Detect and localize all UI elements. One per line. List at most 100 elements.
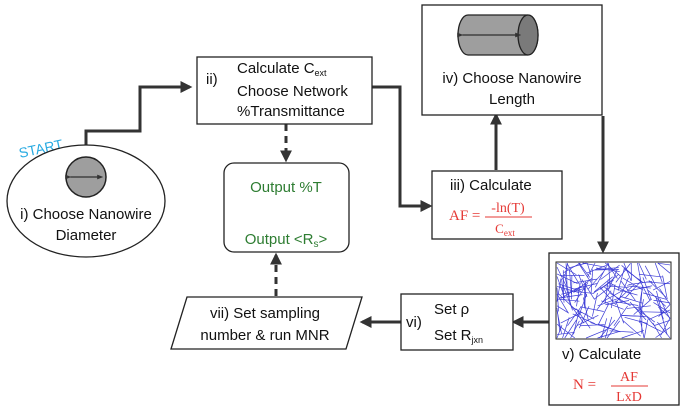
nanowire-line xyxy=(564,274,570,298)
output-sheet-resistance: Output <Rs> xyxy=(245,231,328,250)
nanowire-line xyxy=(576,282,581,307)
nanowire-line xyxy=(643,311,668,313)
nanowire-line xyxy=(657,262,671,274)
nanowire-line xyxy=(582,262,607,268)
step-vii-text-1: vii) Set sampling xyxy=(210,305,320,322)
nanowire-line xyxy=(597,303,610,325)
nanowire-line xyxy=(623,262,632,282)
nanowire-line xyxy=(658,304,671,318)
nanowire-line xyxy=(558,293,577,311)
nanowire-line xyxy=(648,280,667,298)
nanowire-line xyxy=(659,298,671,320)
step-vii-text-2: number & run MNR xyxy=(200,327,329,344)
nanowire-line xyxy=(576,315,599,326)
nanowire-line xyxy=(563,262,581,273)
nanowire-line xyxy=(561,288,585,295)
nanowire-line xyxy=(642,277,652,300)
nanowire-line xyxy=(573,283,597,290)
nanowire-line xyxy=(556,293,569,313)
nanowire-line xyxy=(590,322,614,330)
nanowire-line xyxy=(566,263,580,285)
nanowire-line xyxy=(597,297,621,307)
nanowire-line xyxy=(600,273,620,290)
step-ii-box xyxy=(196,56,373,125)
nanowire-line xyxy=(610,284,616,309)
nanowire-line xyxy=(564,319,577,339)
arrow-start-to-ii xyxy=(84,81,193,158)
step-vi-number: vi) xyxy=(406,314,422,331)
step-i-text-2: Diameter xyxy=(56,227,117,244)
nanowire-line xyxy=(556,305,570,314)
nanowire-line xyxy=(615,300,625,324)
nanowire-line xyxy=(587,271,605,290)
step-v-n-label: N = xyxy=(573,377,596,393)
nanowire-line xyxy=(594,267,619,271)
nanowire-line xyxy=(562,317,570,339)
step-iii-af-label: AF = xyxy=(449,208,480,224)
nanowire-line xyxy=(644,265,657,288)
step-vi-rjxn: Set Rjxn xyxy=(434,327,483,345)
nanowire-line xyxy=(572,307,595,320)
nanowire-line xyxy=(586,329,607,339)
nanowire-line xyxy=(578,262,591,278)
nanowire-line xyxy=(638,285,644,310)
nanowire-line xyxy=(633,298,652,315)
nanowire-line xyxy=(596,290,612,311)
nanowire-line xyxy=(639,320,645,339)
step-iii-denominator: Cext xyxy=(495,221,515,238)
nanowire-line xyxy=(556,331,575,335)
nanowire-line xyxy=(624,280,642,299)
nanowire-line xyxy=(578,262,592,283)
nanowire-line xyxy=(601,300,624,310)
nanowire-line xyxy=(647,289,666,307)
nanowire-line xyxy=(622,320,641,337)
step-vi-box xyxy=(400,293,514,351)
nanowire-line xyxy=(601,318,608,339)
nanowire-line xyxy=(657,262,671,266)
nanowire-line xyxy=(556,325,563,339)
nanowire-line xyxy=(662,275,668,300)
nanowire-line xyxy=(556,287,559,312)
nanowire-line xyxy=(558,283,582,292)
nanowire-line xyxy=(638,262,647,280)
nanowire-line xyxy=(653,299,671,304)
nanowire-line xyxy=(652,281,671,291)
nanowire-line xyxy=(657,321,671,339)
nanowire-line xyxy=(556,273,578,285)
nanowire-line xyxy=(620,280,636,301)
step-iii-box xyxy=(431,170,563,240)
nanowire-line xyxy=(578,306,590,329)
step-v-denominator: LxD xyxy=(616,390,642,405)
step-ii-calc: Calculate Cext xyxy=(237,60,327,78)
step-ii-transmittance: %Transmittance xyxy=(237,103,345,120)
nanowire-line xyxy=(617,267,625,291)
nanowire-line xyxy=(578,294,588,317)
nanowire-line xyxy=(594,269,619,271)
step-ii-network: Choose Network xyxy=(237,83,348,100)
cylinder-nanowire-icon xyxy=(457,14,539,56)
nanowire-line xyxy=(609,330,634,333)
step-v-numerator: AF xyxy=(620,370,638,385)
nanowire-line xyxy=(613,305,628,326)
nanowire-line xyxy=(556,266,567,287)
nanowire-line xyxy=(580,324,605,327)
nanowire-line xyxy=(642,292,667,300)
nanowire-line xyxy=(638,273,663,278)
step-i-ellipse xyxy=(6,144,166,258)
arrow-ii-to-iii xyxy=(372,85,433,212)
step-iv-text-1: iv) Choose Nanowire xyxy=(442,70,581,87)
step-i-text-1: i) Choose Nanowire xyxy=(20,206,152,223)
nanowire-line xyxy=(652,322,662,339)
nanowire-line xyxy=(565,263,568,288)
circle-cross-section-icon xyxy=(65,156,107,198)
nanowire-line xyxy=(654,262,663,283)
nanowire-line xyxy=(620,296,644,304)
step-vii-parallelogram xyxy=(170,296,363,350)
nanowire-line xyxy=(581,279,595,300)
nanowire-line xyxy=(556,286,579,293)
step-v-title: v) Calculate xyxy=(562,346,641,363)
nanowire-line xyxy=(654,319,671,326)
nanowire-line xyxy=(580,306,604,312)
nanowire-line xyxy=(586,262,592,275)
